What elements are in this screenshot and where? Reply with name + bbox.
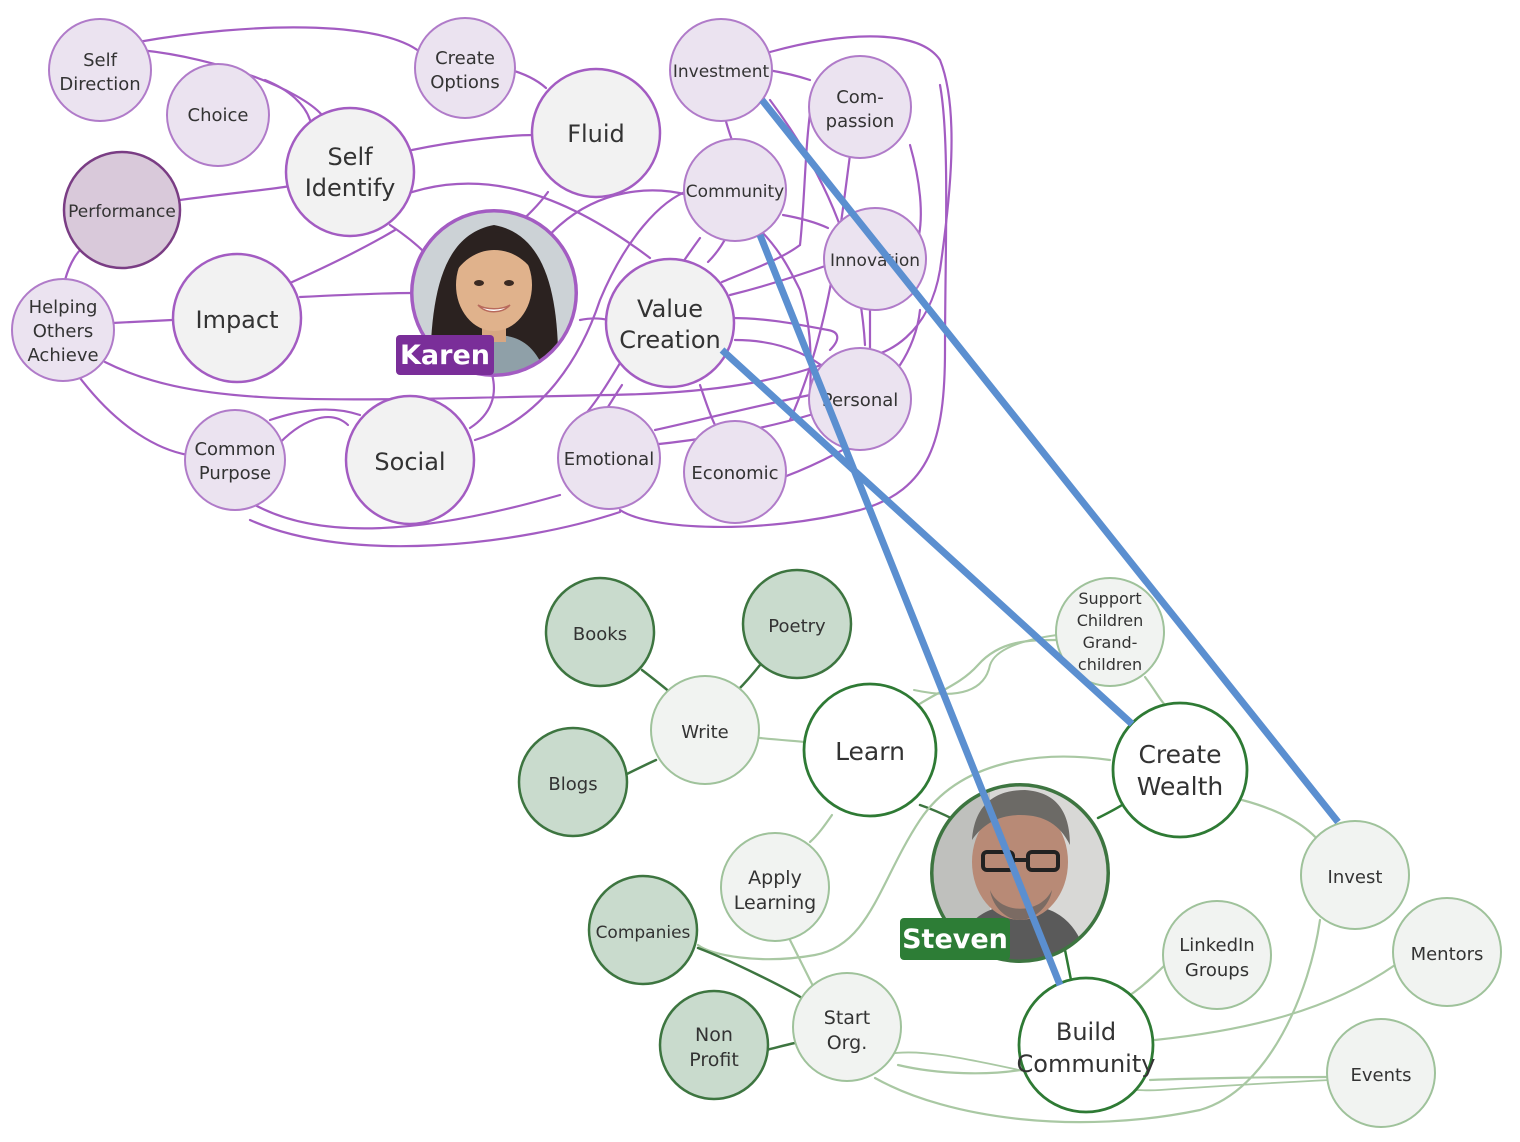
node-label: Non xyxy=(695,1024,733,1046)
node-label: Companies xyxy=(596,923,691,943)
node-label: Achieve xyxy=(27,345,98,366)
node-label: Groups xyxy=(1185,960,1249,981)
connector-value-creation-create-wealth xyxy=(719,347,1135,727)
karen-avatar: Karen xyxy=(396,209,578,377)
node-label: Innovation xyxy=(830,251,920,271)
purple-nodes: Self Direction Create Options Choice Sel… xyxy=(11,17,927,526)
node-label: Learning xyxy=(734,892,817,914)
name-badge xyxy=(396,335,494,375)
node-create-wealth: Create Wealth xyxy=(1111,701,1249,839)
node-self-identify: Self Identify xyxy=(284,106,416,238)
node-label: Support xyxy=(1078,589,1141,608)
node-label: Mentors xyxy=(1411,944,1484,965)
node-label: Create xyxy=(435,48,495,69)
node-label: passion xyxy=(826,111,895,132)
node-learn: Learn xyxy=(802,682,938,818)
name-badge xyxy=(900,918,1010,960)
node-invest: Invest xyxy=(1300,820,1410,930)
node-compassion: Com- passion xyxy=(808,55,912,159)
node-label: Impact xyxy=(195,306,278,334)
node-label: Blogs xyxy=(548,774,597,795)
node-label: Create xyxy=(1138,740,1221,769)
node-community: Community xyxy=(683,138,787,242)
node-apply-learning: Apply Learning xyxy=(720,832,830,942)
steven-name-label: Steven xyxy=(902,924,1008,955)
node-label: LinkedIn xyxy=(1179,935,1254,956)
node-start-org: Start Org. xyxy=(792,972,902,1082)
node-label: Write xyxy=(681,722,729,743)
node-choice: Choice xyxy=(166,63,270,167)
node-label: Purpose xyxy=(199,463,271,484)
green-nodes: Books Poetry Write Blogs Learn Support C… xyxy=(517,568,1502,1128)
node-label: Build xyxy=(1056,1018,1116,1046)
node-blogs: Blogs xyxy=(517,726,629,838)
node-label: Invest xyxy=(1328,867,1383,888)
node-self-direction: Self Direction xyxy=(48,18,152,122)
node-label: Others xyxy=(33,321,94,342)
node-non-profit: Non Profit xyxy=(658,989,770,1101)
node-label: Org. xyxy=(827,1032,868,1054)
node-label: Value xyxy=(637,295,703,323)
node-value-creation: Value Creation xyxy=(604,257,736,389)
node-label: Children xyxy=(1077,611,1144,630)
node-impact: Impact xyxy=(171,252,303,384)
node-economic: Economic xyxy=(683,420,787,524)
node-label: Profit xyxy=(689,1049,739,1071)
node-label: Emotional xyxy=(564,449,654,470)
node-label: Wealth xyxy=(1137,772,1224,801)
node-label: Poetry xyxy=(768,616,826,637)
node-label: Economic xyxy=(691,463,778,484)
connector-community-build-community xyxy=(756,233,1064,987)
node-label: Learn xyxy=(835,737,905,766)
node-books: Books xyxy=(544,576,656,688)
node-linkedin-groups: LinkedIn Groups xyxy=(1162,900,1272,1010)
node-write: Write xyxy=(650,675,760,785)
node-label: Self xyxy=(327,143,373,171)
node-poetry: Poetry xyxy=(741,568,853,680)
steven-avatar: Steven xyxy=(900,783,1110,963)
node-label: children xyxy=(1078,655,1142,674)
node-label: Start xyxy=(824,1007,870,1029)
node-label: Grand- xyxy=(1083,633,1138,652)
node-label: Books xyxy=(573,624,627,645)
node-support-children: Support Children Grand- children xyxy=(1055,577,1165,687)
node-events: Events xyxy=(1326,1018,1436,1128)
node-label: Events xyxy=(1351,1065,1412,1086)
karen-name-label: Karen xyxy=(400,340,490,371)
node-label: Social xyxy=(374,448,445,476)
connector-investment-invest xyxy=(759,97,1341,825)
node-label: Investment xyxy=(673,62,770,82)
node-label: Self xyxy=(83,50,118,71)
node-label: Helping xyxy=(29,297,98,318)
node-label: Creation xyxy=(619,326,721,354)
node-label: Community xyxy=(1017,1050,1156,1078)
cross-map-connectors xyxy=(719,97,1341,987)
node-label: Com- xyxy=(836,87,884,108)
node-emotional: Emotional xyxy=(557,406,661,510)
node-investment: Investment xyxy=(669,18,773,122)
node-build-community: Build Community xyxy=(1017,976,1156,1114)
node-common-purpose: Common Purpose xyxy=(184,409,286,511)
node-label: Options xyxy=(430,72,499,93)
node-label: Identify xyxy=(305,174,396,202)
node-helping-others-achieve: Helping Others Achieve xyxy=(11,278,115,382)
node-create-options: Create Options xyxy=(414,17,516,119)
node-fluid: Fluid xyxy=(530,67,662,199)
node-label: Community xyxy=(686,182,784,202)
node-label: Apply xyxy=(748,867,802,889)
node-innovation: Innovation xyxy=(823,207,927,311)
node-label: Fluid xyxy=(567,120,625,148)
node-label: Common xyxy=(194,439,275,460)
node-label: Personal xyxy=(822,390,899,411)
node-label: Performance xyxy=(68,202,176,222)
node-companies: Companies xyxy=(587,874,699,986)
node-mentors: Mentors xyxy=(1392,897,1502,1007)
node-social: Social xyxy=(344,394,476,526)
node-label: Choice xyxy=(188,105,249,126)
node-performance: Performance xyxy=(62,150,182,270)
node-label: Direction xyxy=(59,74,140,95)
